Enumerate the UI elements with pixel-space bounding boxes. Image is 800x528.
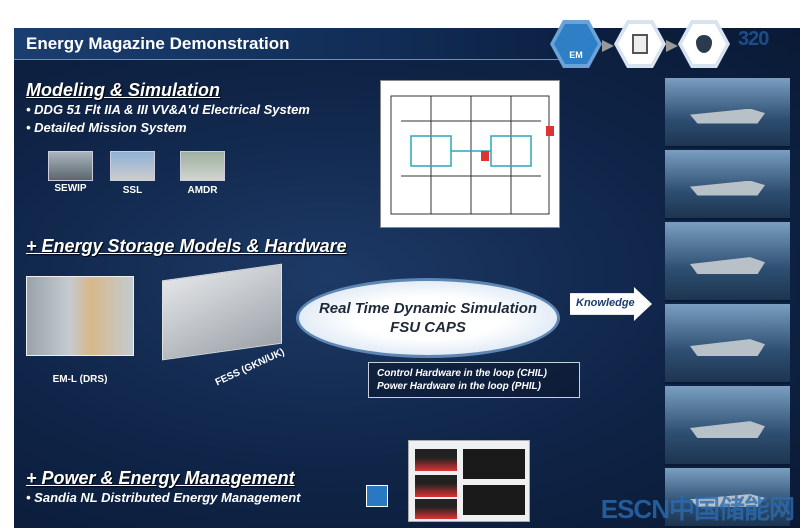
sewip-image <box>48 151 93 181</box>
arrow-icon <box>602 40 614 52</box>
ssl-label: SSL <box>122 185 143 196</box>
ship-photo <box>665 386 790 466</box>
amdr-image <box>180 151 225 181</box>
electrical-system-diagram <box>380 80 560 228</box>
ship-photo <box>665 468 790 528</box>
modeling-bullet: • Detailed Mission System <box>26 120 187 135</box>
hil-box: Control Hardware in the loop (CHIL) Power… <box>368 362 580 398</box>
sandia-logo-icon <box>366 485 388 507</box>
shield-pin-icon <box>678 20 730 68</box>
watermark: ESCN中国储能网 <box>600 494 795 524</box>
phil-text: Power Hardware in the loop (PHIL) <box>377 381 541 392</box>
simulation-title: Real Time Dynamic Simulation <box>318 300 538 317</box>
storage-heading: + Energy Storage Models & Hardware <box>26 236 347 256</box>
sewip-label: SEWIP <box>54 183 87 194</box>
knowledge-label: Knowledge <box>576 297 635 309</box>
fess-image <box>162 263 282 361</box>
simulation-subtitle: FSU CAPS <box>390 319 466 336</box>
document-icon <box>614 20 666 68</box>
em-label: EM <box>569 50 583 60</box>
amdr-label: AMDR <box>187 185 218 196</box>
em-l-cabinet-image <box>26 276 134 356</box>
ship-photo <box>665 150 790 220</box>
arrow-icon <box>666 40 678 52</box>
ship-photo <box>665 78 790 148</box>
modeling-heading: Modeling & Simulation <box>26 80 220 100</box>
office-logo: 320 <box>738 28 769 50</box>
ship-photo <box>665 222 790 302</box>
em-l-label: EM-L (DRS) <box>52 374 108 385</box>
power-heading: + Power & Energy Management <box>26 468 295 488</box>
title-bar: Energy Magazine Demonstration <box>14 28 560 60</box>
modeling-bullet: • DDG 51 Flt IIA & III VV&A'd Electrical… <box>26 102 310 117</box>
energy-management-screenshot <box>408 440 530 522</box>
ssl-image <box>110 151 155 181</box>
slide-title: Energy Magazine Demonstration <box>26 34 290 53</box>
ship-photo <box>665 304 790 384</box>
chil-text: Control Hardware in the loop (CHIL) <box>377 368 547 379</box>
power-bullet: • Sandia NL Distributed Energy Managemen… <box>26 490 301 505</box>
process-step-em: EM <box>550 20 602 68</box>
